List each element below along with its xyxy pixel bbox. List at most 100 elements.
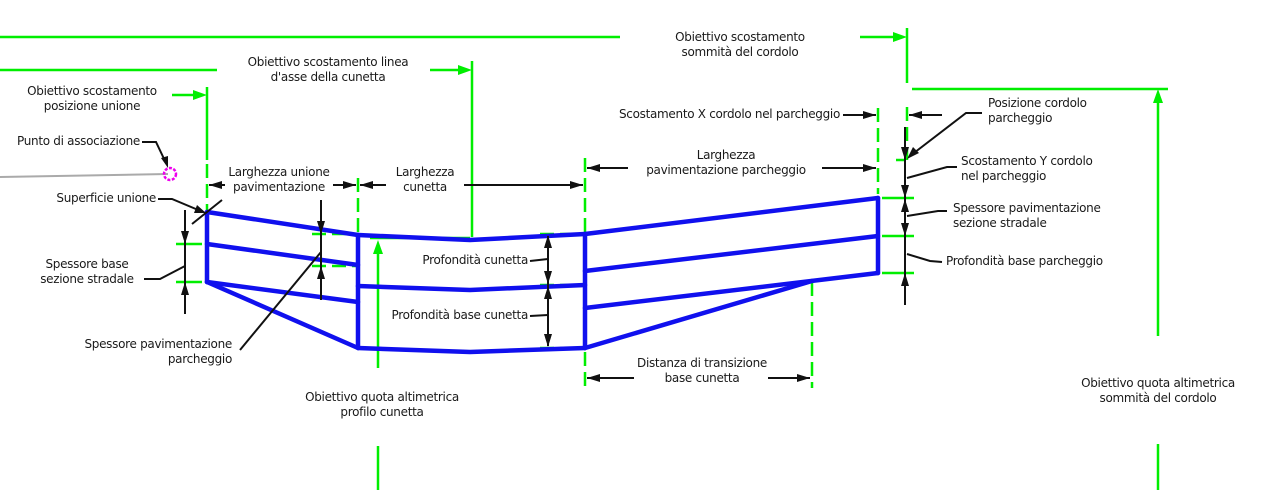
green-arrowhead xyxy=(373,240,383,254)
label-line: Obiettivo scostamento xyxy=(675,30,805,44)
label-scostamento-x-cordolo: Scostamento X cordolo nel parcheggio xyxy=(580,107,840,122)
arrowhead xyxy=(907,147,919,159)
attachment-point xyxy=(0,166,178,182)
label-line: nel parcheggio xyxy=(961,169,1047,183)
label-obiettivo-scostamento-sommita-cordolo: Obiettivo scostamento sommità del cordol… xyxy=(655,30,825,60)
arrowhead xyxy=(587,164,600,172)
green-arrowhead xyxy=(193,90,207,100)
arrowhead xyxy=(181,282,189,295)
label-line: Spessore pavimentazione xyxy=(84,337,232,351)
green-arrowhead xyxy=(893,32,907,42)
arrowhead xyxy=(360,181,373,189)
label-line: sommità del cordolo xyxy=(1099,391,1217,405)
label-profondita-base-parcheggio: Profondità base parcheggio xyxy=(946,254,1126,269)
leader-superficie-unione-tick xyxy=(191,199,223,225)
label-posizione-cordolo-parcheggio: Posizione cordolo parcheggio xyxy=(988,96,1128,126)
label-line: profilo cunetta xyxy=(340,405,424,419)
leader-posizione-cordolo xyxy=(909,112,982,157)
label-line: base cunetta xyxy=(664,371,740,385)
label-line: sezione stradale xyxy=(953,216,1047,230)
dimension-lines xyxy=(142,111,982,382)
label-line: pavimentazione parcheggio xyxy=(646,163,806,177)
arrowhead xyxy=(901,199,909,212)
label-line: Distanza di transizione xyxy=(637,356,767,370)
label-line: Larghezza xyxy=(395,165,455,179)
arrowhead xyxy=(909,111,922,119)
link-surface-unione xyxy=(204,209,361,238)
arrowhead xyxy=(587,374,600,382)
arrowhead xyxy=(544,271,552,284)
label-line: Profondità base cunetta xyxy=(391,308,528,322)
label-line: Obiettivo quota altimetrica xyxy=(1081,376,1235,390)
attachment-leader-grey xyxy=(0,173,169,178)
label-line: Larghezza unione xyxy=(228,165,330,179)
label-line: Obiettivo quota altimetrica xyxy=(305,390,459,404)
label-line: Scostamento Y cordolo xyxy=(961,154,1093,168)
label-spessore-pavimentazione-parcheggio: Spessore pavimentazione parcheggio xyxy=(60,337,232,367)
label-line: Obiettivo scostamento xyxy=(27,84,157,98)
link-transition-parcheggio xyxy=(582,278,815,351)
arrowhead xyxy=(317,266,325,279)
leader-punto-associazione xyxy=(142,141,167,164)
label-line: parcheggio xyxy=(988,111,1053,125)
label-line: Superficie unione xyxy=(56,191,156,205)
leader-scostamento-y xyxy=(906,166,957,179)
attachment-point-icon[interactable] xyxy=(162,166,178,182)
label-line: pavimentazione xyxy=(233,180,325,194)
label-line: Spessore base xyxy=(45,257,129,271)
label-spessore-pavimentazione-sezione-stradale: Spessore pavimentazione sezione stradale xyxy=(953,201,1123,231)
leader-superficie-unione xyxy=(158,198,204,213)
label-obiettivo-quota-altimetrica-sommita-cordolo: Obiettivo quota altimetrica sommità del … xyxy=(1058,376,1258,406)
link-surface-cunetta xyxy=(355,231,588,243)
label-spessore-base-sezione-stradale: Spessore base sezione stradale xyxy=(28,257,146,287)
label-line: Profondità base parcheggio xyxy=(946,254,1103,268)
link-base-cunetta xyxy=(355,282,588,293)
arrowhead xyxy=(343,181,356,189)
arrowhead xyxy=(544,334,552,347)
label-larghezza-pavimentazione-parcheggio: Larghezza pavimentazione parcheggio xyxy=(628,148,824,178)
label-larghezza-unione-pavimentazione: Larghezza unione pavimentazione xyxy=(222,165,336,195)
arrowhead xyxy=(544,235,552,248)
label-line: posizione unione xyxy=(43,99,141,113)
label-line: Posizione cordolo xyxy=(988,96,1087,110)
arrowhead xyxy=(317,221,325,234)
subassembly-geometry xyxy=(204,195,881,355)
green-arrowhead xyxy=(1153,89,1163,103)
arrowhead xyxy=(863,111,876,119)
label-scostamento-y-cordolo: Scostamento Y cordolo nel parcheggio xyxy=(961,154,1121,184)
label-line: sommità del cordolo xyxy=(681,45,799,59)
leader-spessore-pavimentazione xyxy=(239,251,322,351)
link-subbase-cunetta xyxy=(355,345,588,355)
green-arrowhead xyxy=(458,65,472,75)
label-distanza-transizione-base-cunetta: Distanza di transizione base cunetta xyxy=(628,356,776,386)
arrowhead xyxy=(570,181,583,189)
label-line: Larghezza xyxy=(696,148,756,162)
arrowhead xyxy=(209,181,222,189)
label-punto-di-associazione: Punto di associazione xyxy=(0,134,140,149)
label-line: parcheggio xyxy=(167,352,232,366)
leader-profondita-base-parcheggio xyxy=(906,253,943,263)
label-profondita-cunetta: Profondità cunetta xyxy=(395,253,528,268)
label-profondita-base-cunetta: Profondità base cunetta xyxy=(370,308,528,323)
link-base-unione xyxy=(204,279,361,305)
arrowhead xyxy=(901,185,909,198)
arrowhead xyxy=(901,147,909,160)
arrowhead xyxy=(901,223,909,236)
leader-spessore-base xyxy=(144,265,186,280)
link-base-parcheggio xyxy=(582,270,881,311)
label-line: Spessore pavimentazione xyxy=(953,201,1101,215)
label-line: Profondità cunetta xyxy=(422,253,528,267)
arrowhead xyxy=(863,164,876,172)
label-obiettivo-quota-altimetrica-profilo-cunetta: Obiettivo quota altimetrica profilo cune… xyxy=(282,390,482,420)
leader-profondita-cunetta xyxy=(529,258,549,262)
arrowhead xyxy=(544,286,552,299)
label-line: d'asse della cunetta xyxy=(270,70,386,84)
label-line: Scostamento X cordolo nel parcheggio xyxy=(618,107,840,121)
link-subbase-unione xyxy=(204,279,361,351)
label-larghezza-cunetta: Larghezza cunetta xyxy=(385,165,465,195)
arrowhead xyxy=(181,231,189,244)
label-line: Obiettivo scostamento linea xyxy=(247,55,409,69)
arrowhead xyxy=(161,156,168,168)
link-surface-parcheggio xyxy=(582,195,881,237)
